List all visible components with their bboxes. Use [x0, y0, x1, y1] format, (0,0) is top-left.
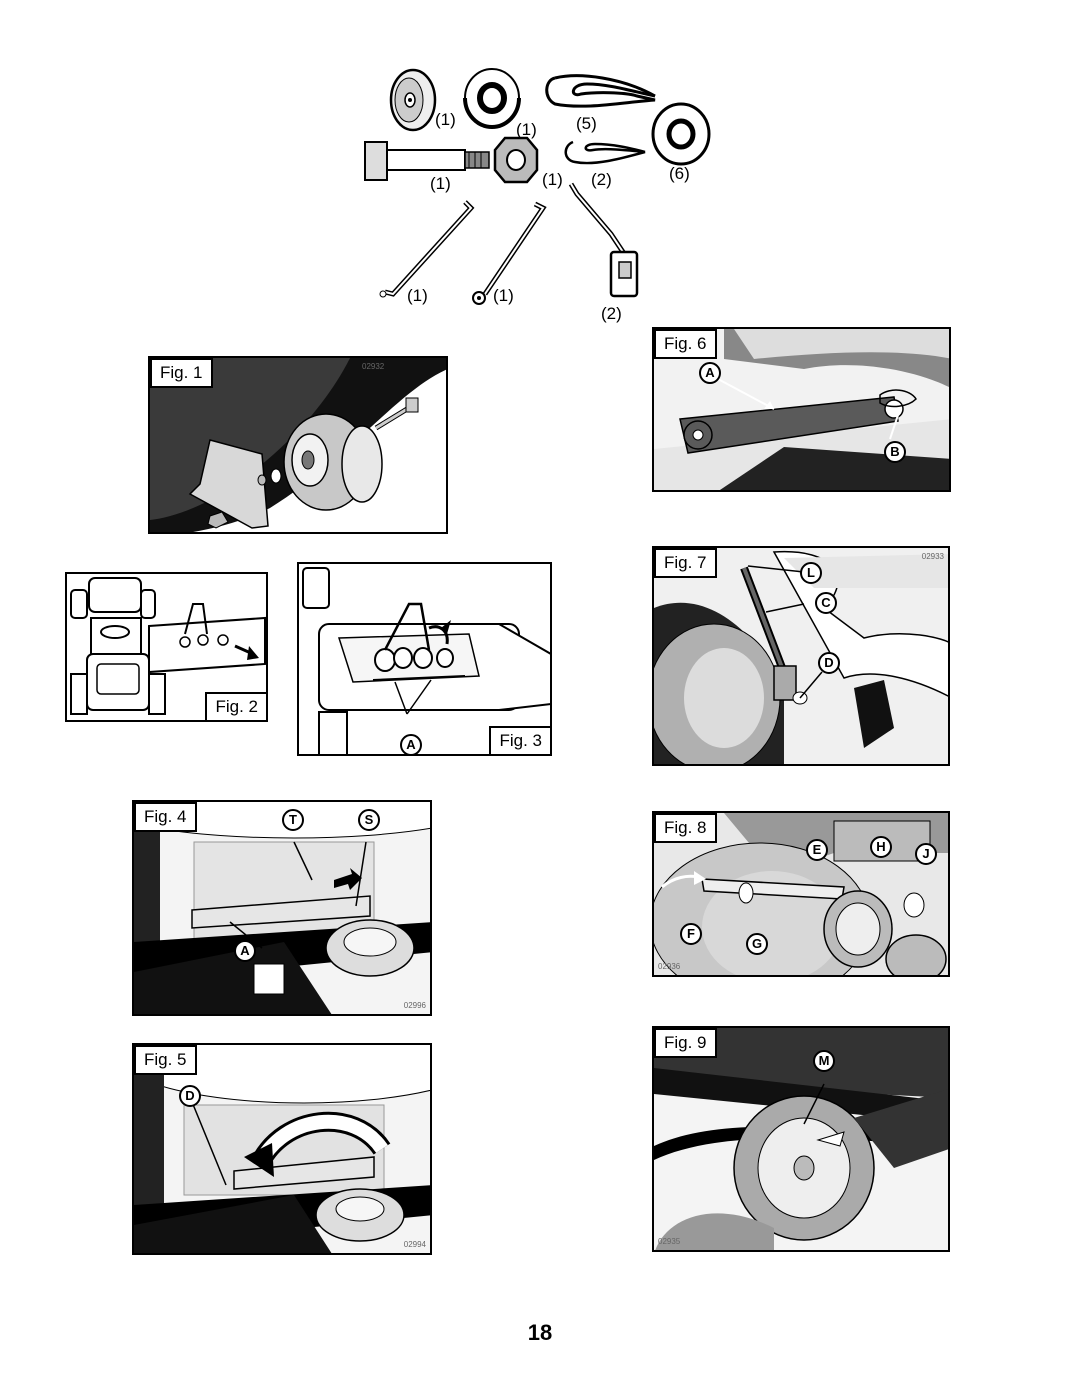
figure-9: Fig. 9 M 02935	[652, 1026, 950, 1252]
fig5-callout-d: D	[179, 1085, 201, 1107]
large-hairpin-part	[545, 74, 656, 108]
fig7-callout-l: L	[800, 562, 822, 584]
fig6-label: Fig. 6	[654, 329, 717, 359]
fig8-callout-e: E	[806, 839, 828, 861]
fig8-callout-f: F	[680, 923, 702, 945]
spacer-part	[463, 68, 521, 129]
rod1-qty: (1)	[407, 286, 428, 305]
fig7-code: 02933	[921, 552, 944, 561]
rod2-qty: (1)	[493, 286, 514, 305]
rod3-qty: (2)	[601, 304, 622, 323]
fig7-label: Fig. 7	[654, 548, 717, 578]
gauge-wheel-part	[389, 68, 437, 132]
washer-qty: (6)	[669, 164, 690, 183]
shoulder-bolt-part	[364, 141, 490, 181]
bracket-rod-part	[568, 182, 639, 298]
fig8-callout-g: G	[746, 933, 768, 955]
hex-nut-part	[493, 136, 539, 184]
short-rod-part	[379, 200, 475, 298]
fig3-callout-a: A	[400, 734, 422, 754]
figure-5: Fig. 5 D 02994	[132, 1043, 432, 1255]
lift-rod-part	[472, 201, 547, 305]
fig7-callout-d: D	[818, 652, 840, 674]
page-number: 18	[527, 1320, 553, 1345]
parts-drawing	[364, 68, 711, 305]
figure-8: Fig. 8 E H J F G 02936	[652, 811, 950, 977]
fig5-code: 02994	[403, 1240, 426, 1249]
fig4-drawing	[134, 802, 430, 1014]
spacer-qty: (1)	[516, 120, 537, 139]
figure-4: Fig. 4 T S A 02996	[132, 800, 432, 1016]
figure-1: Fig. 1 02932	[148, 356, 448, 534]
fig4-callout-s: S	[358, 809, 380, 831]
large-hairpin-qty: (5)	[576, 114, 597, 133]
fig4-code: 02996	[403, 1001, 426, 1010]
figure-3: A Fig. 3	[297, 562, 552, 756]
fig9-callout-m: M	[813, 1050, 835, 1072]
fig4-callout-a: A	[234, 940, 256, 962]
fig1-code: 02932	[362, 362, 385, 371]
fig8-code: 02936	[658, 962, 681, 971]
fig6-callout-b: B	[884, 441, 906, 463]
fig5-label: Fig. 5	[134, 1045, 197, 1075]
fig3-label: Fig. 3	[489, 726, 550, 754]
flat-washer-part	[651, 102, 711, 166]
fig9-drawing	[654, 1028, 948, 1250]
fig8-callout-j: J	[915, 843, 937, 865]
figure-2: Fig. 2	[65, 572, 268, 722]
fig9-label: Fig. 9	[654, 1028, 717, 1058]
fig2-label: Fig. 2	[205, 692, 266, 720]
fig7-callout-c: C	[815, 592, 837, 614]
fig3-drawing	[302, 567, 550, 754]
fig8-label: Fig. 8	[654, 813, 717, 843]
figure-6: Fig. 6 A B	[652, 327, 951, 492]
small-hairpin-part	[564, 140, 646, 165]
parts-illustration: (1) (1) (5) (6) (1) (1) (2) (1) (1) (2)	[355, 62, 735, 332]
small-hairpin-qty: (2)	[591, 170, 612, 189]
fig8-drawing	[654, 813, 948, 975]
fig1-label: Fig. 1	[150, 358, 213, 388]
fig7-drawing	[654, 548, 948, 764]
fig1-drawing	[150, 358, 446, 532]
fig6-callout-a: A	[699, 362, 721, 384]
figure-7: Fig. 7 02933 L C D	[652, 546, 950, 766]
fig9-code: 02935	[658, 1237, 681, 1246]
fig2-drawing	[70, 577, 266, 715]
fig4-label: Fig. 4	[134, 802, 197, 832]
bolt-qty: (1)	[430, 174, 451, 193]
fig5-drawing	[134, 1045, 430, 1253]
fig4-callout-t: T	[282, 809, 304, 831]
fig8-callout-h: H	[870, 836, 892, 858]
wheel-qty: (1)	[435, 110, 456, 129]
nut-qty: (1)	[542, 170, 563, 189]
